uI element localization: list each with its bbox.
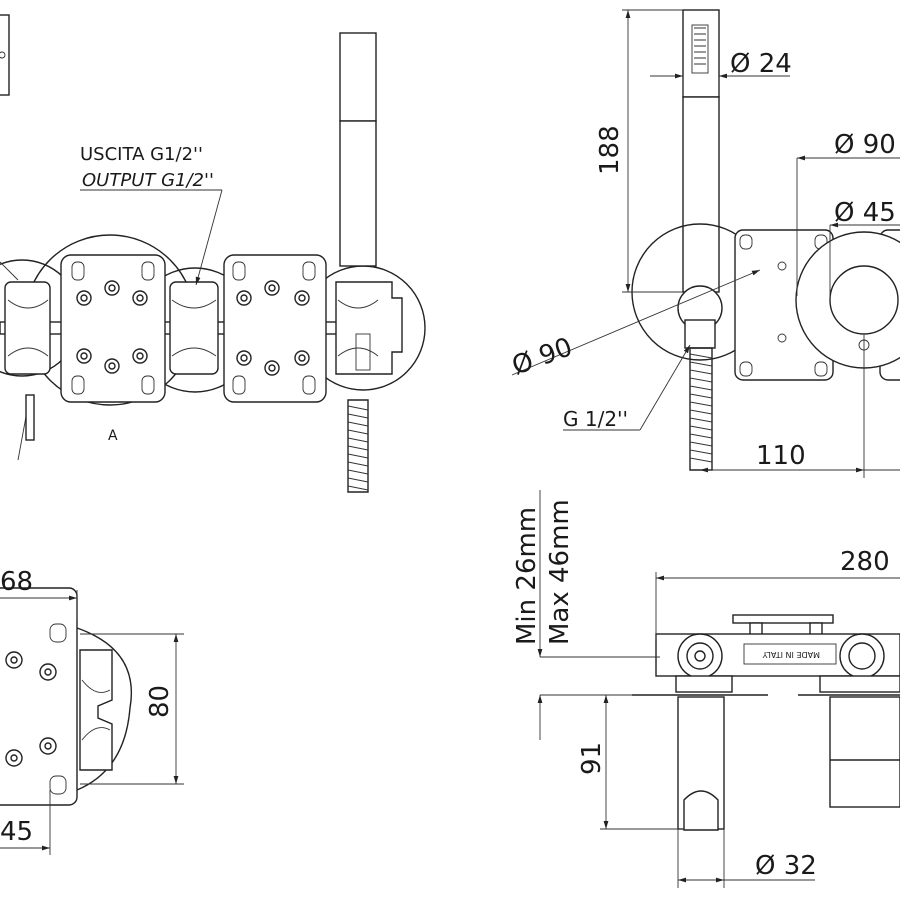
dim-d90-top: Ø 90	[834, 130, 896, 160]
mounting-plate-1	[60, 254, 166, 403]
cartridge-housing-left	[4, 281, 51, 375]
dim-w68: 68	[0, 567, 33, 597]
valve-body-front-view: USCITA G1/2'' OUTPUT G1/2'' A	[0, 14, 426, 493]
dim-h80: 80	[145, 685, 175, 718]
shower-set-front-view: Ø 24 188 Ø 90 Ø 45 Ø 90 G 1/2'' 110	[508, 9, 900, 478]
section-label-a: A	[108, 428, 118, 444]
dim-w45: 45	[0, 817, 33, 847]
output-label-en: OUTPUT G1/2''	[82, 170, 214, 191]
dim-h188: 188	[595, 125, 625, 175]
mounting-plate-2	[223, 254, 327, 403]
dim-d45: Ø 45	[834, 198, 896, 228]
installation-section-view: MADE IN ITALY Min 26mm Max 46mm 280 91	[512, 490, 900, 888]
dim-w110: 110	[756, 441, 806, 471]
dim-w280: 280	[840, 547, 890, 577]
dim-wall-min: Min 26mm	[512, 507, 542, 645]
cartridge-housing-middle	[169, 281, 219, 375]
dim-d32: Ø 32	[755, 851, 817, 881]
dim-d24: Ø 24	[730, 49, 792, 79]
made-in-italy-mark: MADE IN ITALY	[762, 650, 820, 659]
hand-shower-side	[339, 32, 377, 493]
dim-h91: 91	[577, 742, 607, 775]
dim-wall-max: Max 46mm	[545, 499, 575, 645]
output-label-it: USCITA G1/2''	[80, 144, 203, 165]
thread-label: G 1/2''	[563, 407, 628, 431]
cartridge-housing-right	[335, 281, 403, 375]
valve-body-side-view: 68 80 45	[0, 567, 184, 855]
dim-d90-left: Ø 90	[508, 332, 576, 381]
